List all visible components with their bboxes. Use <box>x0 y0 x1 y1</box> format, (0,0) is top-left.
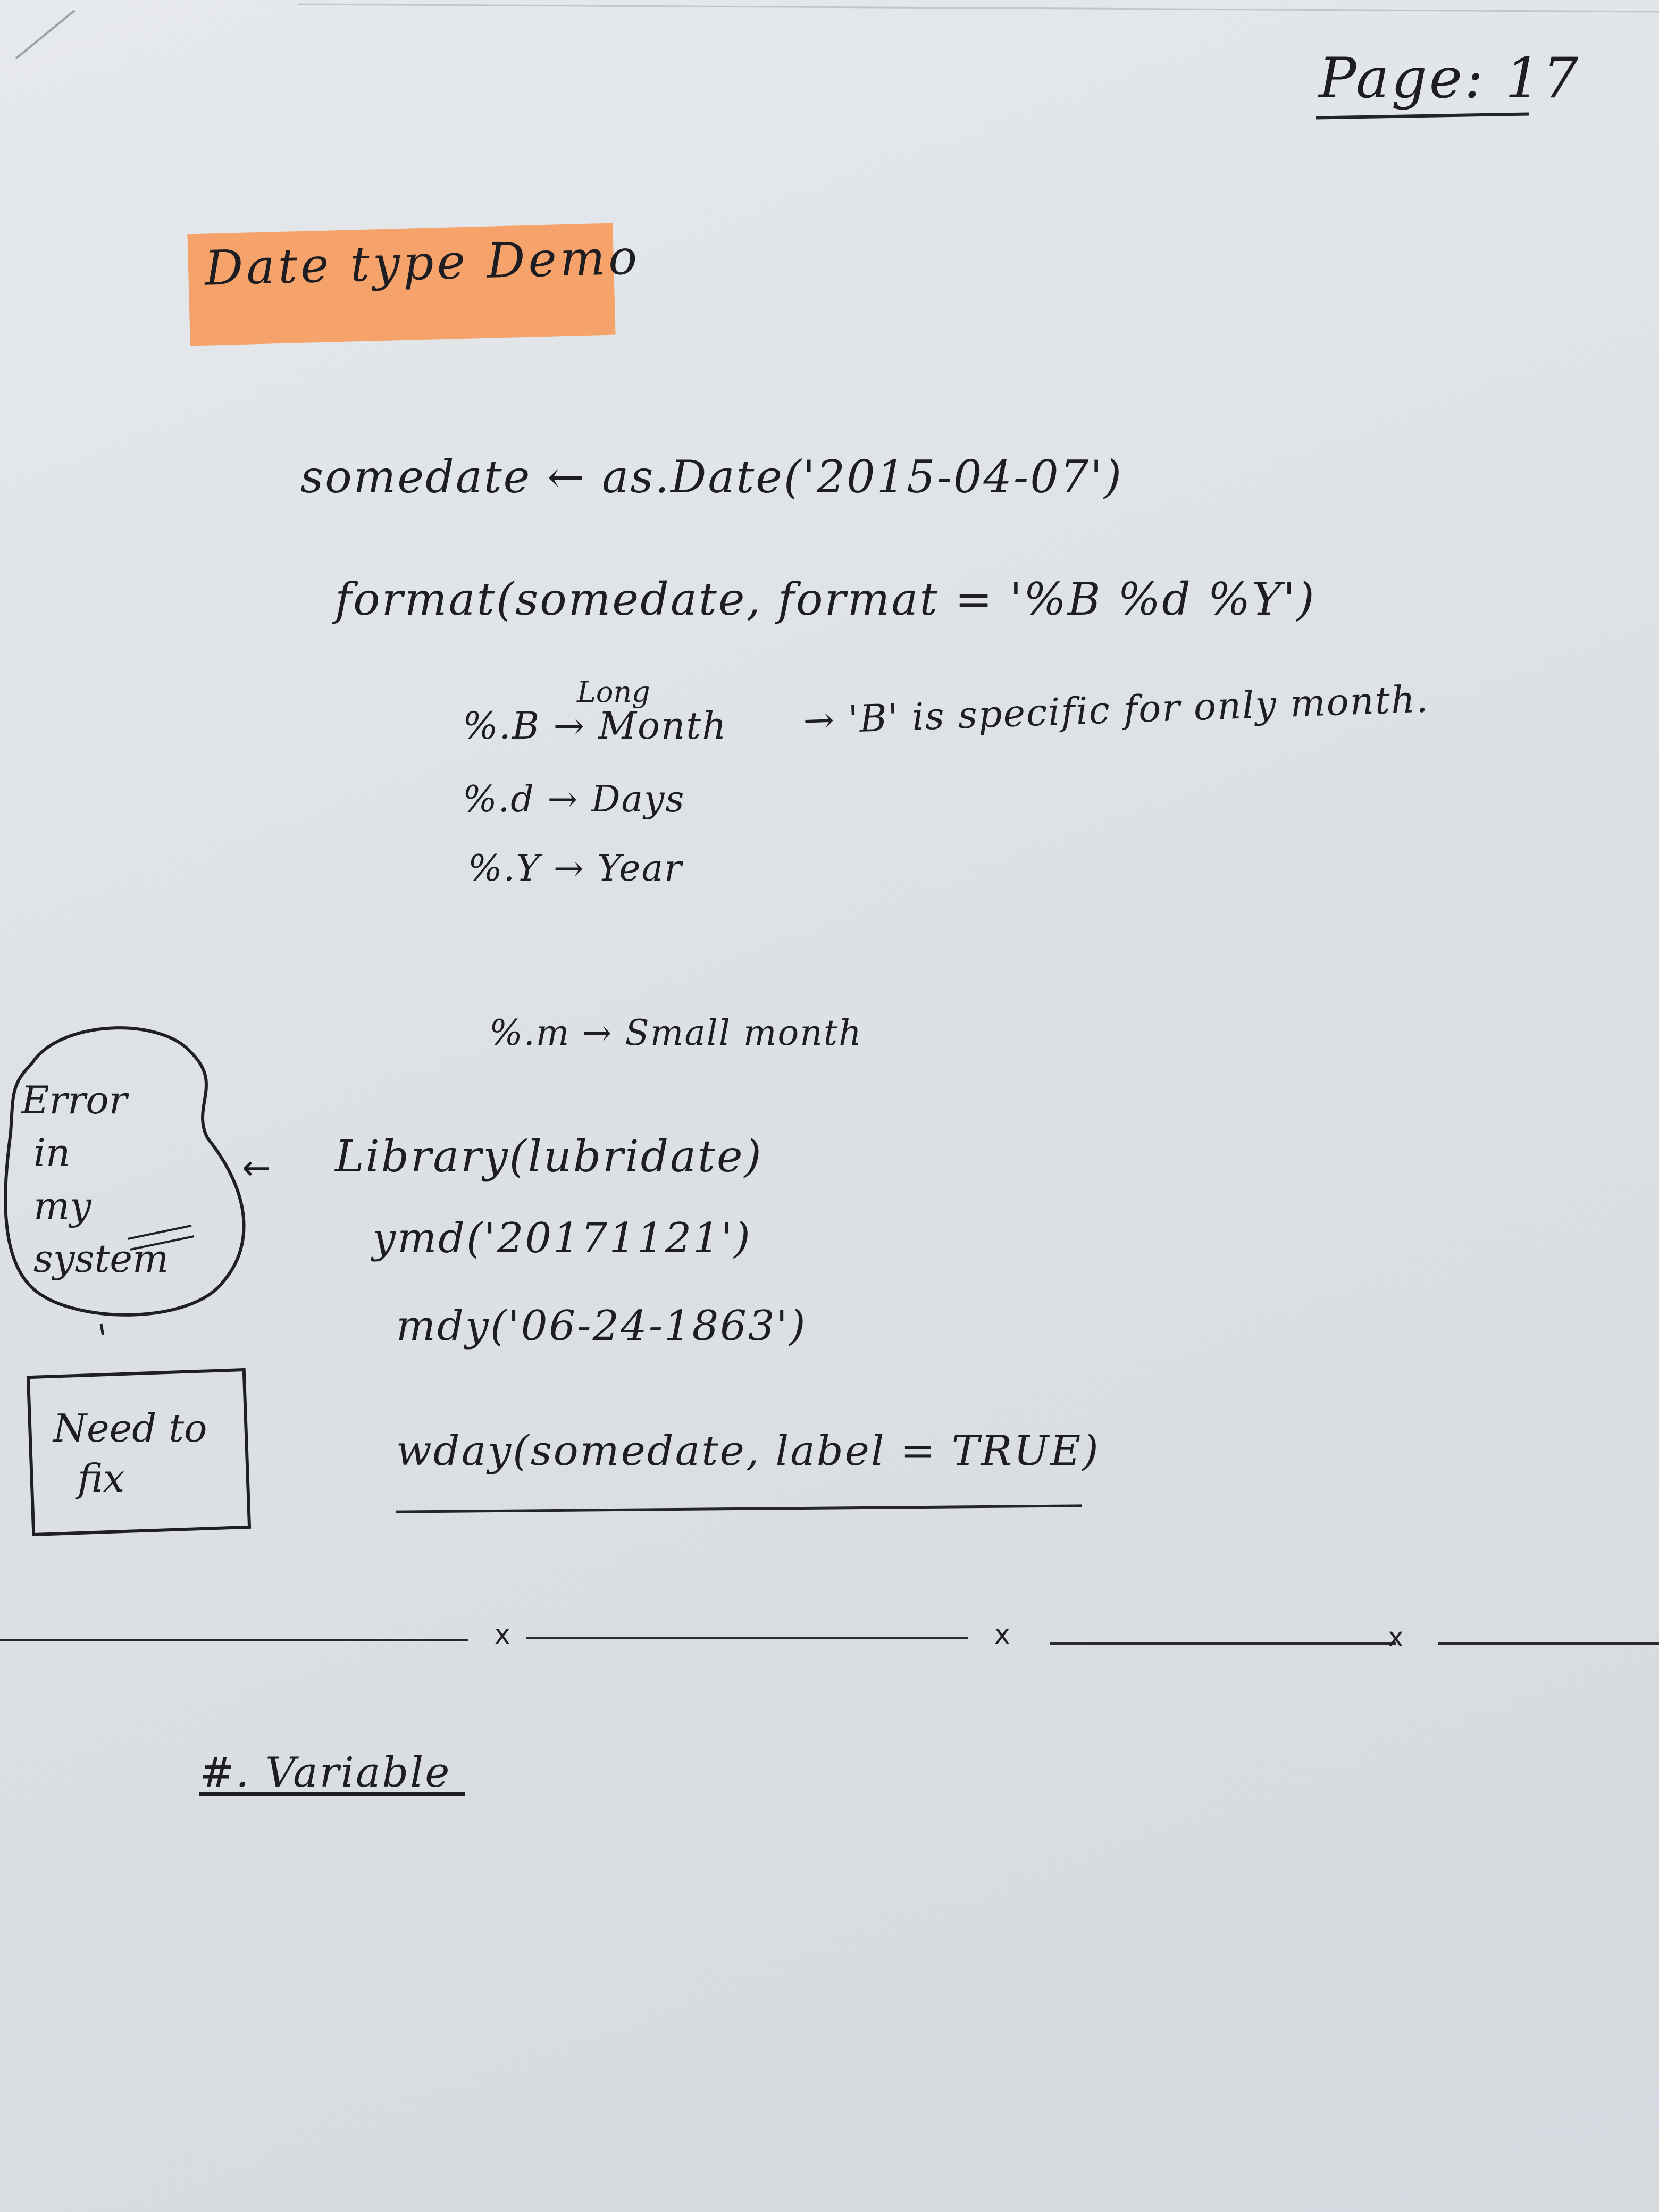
divider-mark: x <box>495 1619 510 1650</box>
format-code-Y: %.Y → Year <box>468 848 683 890</box>
section-divider <box>526 1637 968 1639</box>
section-divider <box>0 1639 468 1641</box>
variable-strikethrough <box>199 1792 465 1796</box>
format-code-m: %.m → Small month <box>489 1012 862 1053</box>
code-line-mdy: mdy('06-24-1863') <box>396 1302 807 1350</box>
format-code-d: %.d → Days <box>463 778 685 820</box>
format-code-B: %.B → Month <box>463 704 727 748</box>
code-line-somedate: somedate ← as.Date('2015-04-07') <box>300 451 1123 503</box>
code-line-ymd: ymd('20171121') <box>372 1214 752 1262</box>
divider-mark: x <box>1388 1622 1404 1653</box>
left-arrow-icon: ← <box>242 1149 271 1188</box>
page-number: Page: 17 <box>1319 46 1581 111</box>
section-divider <box>1050 1642 1396 1645</box>
section-divider <box>1438 1642 1659 1645</box>
code-line-wday: wday(somedate, label = TRUE) <box>396 1427 1100 1475</box>
divider-mark: x <box>994 1619 1010 1650</box>
code-line-library: Library(lubridate) <box>335 1132 763 1182</box>
note-long: Long <box>577 675 650 709</box>
error-cloud-outline <box>4 1026 246 1335</box>
variable-heading: #. Variable <box>199 1749 451 1797</box>
fix-note: Need to fix <box>53 1406 207 1501</box>
page-heading: Date type Demo <box>204 229 641 297</box>
error-note: Error in my system <box>21 1078 169 1281</box>
code-line-format: format(somedate, format = '%B %d %Y') <box>335 573 1316 625</box>
